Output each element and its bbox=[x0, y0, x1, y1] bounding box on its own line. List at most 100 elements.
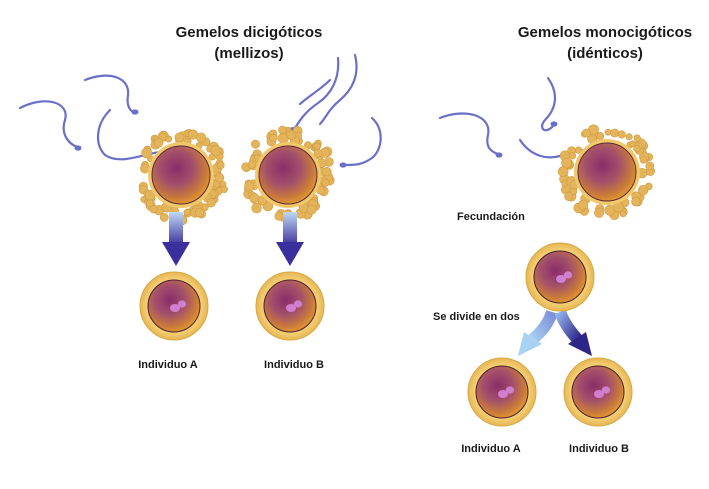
follicle-cell bbox=[249, 193, 260, 204]
sperm-tail bbox=[298, 78, 332, 106]
pronucleus bbox=[594, 390, 604, 398]
sperm-head bbox=[74, 145, 82, 151]
right-title-line1: Gemelos monocigóticos bbox=[518, 24, 692, 41]
follicle-cell bbox=[216, 161, 225, 170]
left-title-line1: Gemelos dicigóticos bbox=[176, 24, 323, 41]
follicle-cell bbox=[165, 135, 173, 143]
arrow-down-left bbox=[162, 212, 190, 266]
follicle-cell bbox=[206, 198, 216, 208]
follicle-cell bbox=[625, 133, 633, 141]
follicle-cell bbox=[313, 148, 323, 158]
follicle-cell bbox=[194, 208, 205, 218]
follicle-cell bbox=[610, 128, 620, 138]
follicle-cell bbox=[561, 157, 572, 169]
follicle-cell bbox=[286, 130, 297, 140]
pronucleus bbox=[498, 390, 508, 398]
sperm-head bbox=[339, 162, 347, 168]
follicle-cell bbox=[577, 199, 589, 211]
follicle-cell bbox=[637, 184, 649, 196]
oocyte-with-corona bbox=[138, 128, 228, 226]
sperm-head bbox=[131, 109, 139, 115]
follicle-cell bbox=[183, 208, 191, 216]
follicle-cell bbox=[251, 139, 260, 149]
follicle-cell bbox=[568, 152, 577, 160]
zygote bbox=[467, 357, 537, 427]
sperm-tail bbox=[83, 74, 136, 114]
pronucleus bbox=[601, 386, 611, 394]
right-title-line2: (idénticos) bbox=[567, 45, 643, 62]
sperm-tail bbox=[318, 53, 358, 126]
pronucleus bbox=[286, 304, 296, 312]
follicle-cell bbox=[141, 147, 153, 159]
follicle-cell bbox=[322, 166, 332, 177]
oocyte-with-corona bbox=[557, 124, 655, 221]
label-fertilization: Fecundación bbox=[457, 211, 525, 223]
follicle-cell bbox=[633, 134, 641, 142]
follicle-cell bbox=[251, 202, 262, 214]
follicle-cell bbox=[214, 173, 225, 183]
sperm-tail bbox=[18, 100, 80, 149]
sperm-tail bbox=[541, 76, 557, 132]
pronucleus bbox=[556, 275, 566, 283]
follicle-cell bbox=[639, 156, 647, 164]
arrow-split-right bbox=[554, 309, 592, 356]
sperm-tail bbox=[438, 112, 500, 156]
ooplasm bbox=[151, 145, 211, 205]
follicle-cell bbox=[269, 133, 278, 143]
zygote bbox=[563, 357, 633, 427]
sperm-group-right bbox=[438, 76, 584, 159]
label-divides-in-two: Se divide en dos bbox=[433, 311, 520, 323]
label-individual-a-right: Individuo A bbox=[461, 443, 521, 455]
zygote-eggs bbox=[139, 242, 633, 427]
corona-eggs bbox=[138, 124, 655, 226]
follicle-cell bbox=[213, 180, 221, 188]
pronucleus bbox=[505, 386, 515, 394]
follicle-cell bbox=[210, 145, 222, 157]
pronucleus bbox=[170, 304, 180, 312]
follicle-cell bbox=[244, 180, 255, 191]
follicle-cell bbox=[582, 128, 591, 138]
follicle-cell bbox=[247, 160, 257, 169]
follicle-cell bbox=[306, 204, 317, 215]
follicle-cell bbox=[274, 211, 284, 221]
follicle-cell bbox=[564, 192, 573, 201]
label-individual-a-left: Individuo A bbox=[138, 359, 198, 371]
label-individual-b-left: Individuo B bbox=[264, 359, 324, 371]
sperm-group-left bbox=[18, 53, 382, 167]
arrow-down-right bbox=[276, 212, 304, 266]
zygote bbox=[525, 242, 595, 312]
follicle-cell bbox=[631, 196, 641, 207]
ooplasm bbox=[577, 142, 637, 202]
oocyte-with-corona bbox=[241, 125, 335, 223]
pronucleus bbox=[177, 300, 187, 308]
follicle-cell bbox=[617, 130, 626, 139]
arrow-split-left bbox=[518, 309, 558, 356]
label-individual-b-right: Individuo B bbox=[569, 443, 629, 455]
follicle-cell bbox=[645, 161, 655, 171]
zygote bbox=[255, 271, 325, 341]
follicle-cell bbox=[153, 137, 164, 148]
follicle-cell bbox=[594, 207, 605, 218]
follicle-cell bbox=[633, 144, 641, 153]
pronucleus bbox=[293, 300, 303, 308]
follicle-cell bbox=[619, 210, 627, 218]
follicle-cell bbox=[321, 178, 330, 187]
follicle-cell bbox=[604, 128, 612, 136]
follicle-cell bbox=[196, 132, 207, 143]
sperm-head bbox=[550, 121, 558, 127]
follicle-cell bbox=[220, 185, 228, 193]
follicle-cell bbox=[159, 213, 169, 222]
sperm-tail bbox=[293, 56, 340, 130]
follicle-cell bbox=[174, 132, 185, 143]
follicle-cell bbox=[278, 125, 287, 135]
pronucleus bbox=[563, 271, 573, 279]
follicle-cell bbox=[629, 140, 636, 148]
sperm-head bbox=[495, 152, 503, 158]
follicle-cell bbox=[596, 132, 605, 141]
ooplasm bbox=[258, 145, 318, 205]
follicle-cell bbox=[149, 205, 158, 214]
sperm-tail bbox=[344, 116, 382, 167]
zygote bbox=[139, 271, 209, 341]
follicle-cell bbox=[313, 142, 321, 150]
